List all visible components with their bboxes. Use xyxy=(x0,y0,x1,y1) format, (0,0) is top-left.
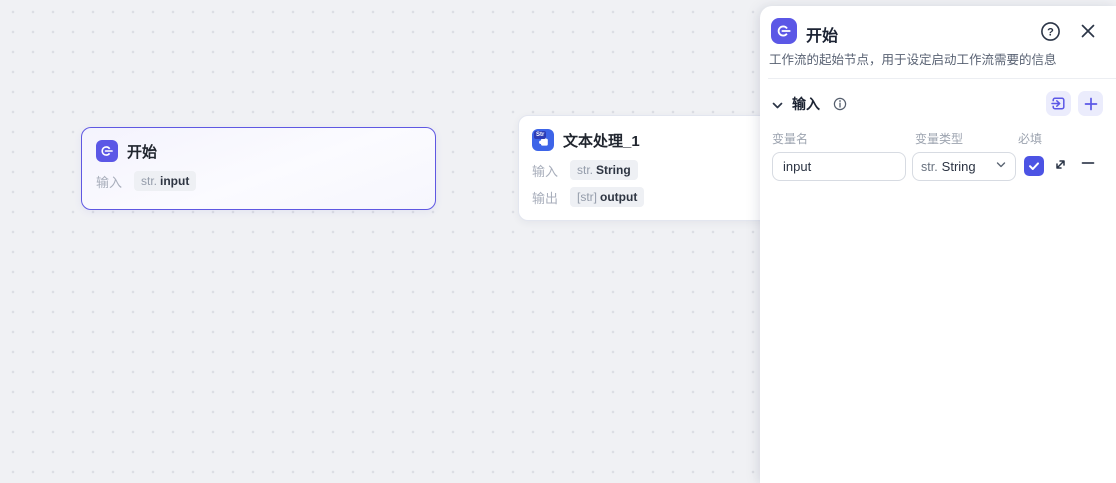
chevron-down-icon xyxy=(995,158,1007,176)
divider xyxy=(768,78,1116,79)
help-icon[interactable]: ? xyxy=(1038,19,1062,43)
start-node-icon xyxy=(771,18,797,44)
svg-text:?: ? xyxy=(1047,26,1054,38)
input-section-header: 输入 xyxy=(760,91,1116,117)
node-text-input-row: 输入 str.String xyxy=(532,160,796,180)
variable-name: input xyxy=(160,174,190,188)
variable-name: output xyxy=(600,190,638,204)
input-section-label: 输入 xyxy=(792,96,820,112)
node-config-panel: 开始 ? 工作流的起始节点，用于设定启动工作流需要的信息 输入 xyxy=(760,6,1116,483)
type-prefix: [str] xyxy=(577,190,597,204)
output-label: 输出 xyxy=(532,190,559,206)
type-prefix: str. xyxy=(921,159,938,174)
panel-description: 工作流的起始节点，用于设定启动工作流需要的信息 xyxy=(769,53,1057,67)
column-required: 必填 xyxy=(1018,132,1043,146)
column-variable-type: 变量类型 xyxy=(915,132,964,146)
node-text-title: 文本处理_1 xyxy=(563,132,640,150)
column-variable-name: 变量名 xyxy=(772,132,809,146)
variable-type-select[interactable]: str. String xyxy=(912,152,1016,181)
import-variables-button[interactable] xyxy=(1046,91,1071,116)
panel-title: 开始 xyxy=(806,28,839,45)
variable-tag: [str]output xyxy=(570,187,645,207)
text-processing-node-icon: Str xyxy=(532,129,554,151)
required-checkbox[interactable] xyxy=(1024,156,1044,176)
add-variable-button[interactable] xyxy=(1078,91,1103,116)
input-label: 输入 xyxy=(532,163,559,179)
remove-variable-icon[interactable] xyxy=(1080,155,1096,171)
node-text-output-row: 输出 [str]output xyxy=(532,187,796,207)
variable-table-headers: 变量名 变量类型 必填 xyxy=(760,130,1116,146)
node-start[interactable]: 开始 输入 str.input xyxy=(81,127,436,210)
variable-name: String xyxy=(596,163,631,177)
node-start-header: 开始 xyxy=(96,140,421,162)
start-node-icon xyxy=(96,140,118,162)
info-icon[interactable] xyxy=(832,96,848,112)
type-prefix: str. xyxy=(141,174,158,188)
input-label: 输入 xyxy=(96,174,123,190)
node-start-input-row: 输入 str.input xyxy=(96,171,421,191)
type-prefix: str. xyxy=(577,163,594,177)
variable-name-input[interactable] xyxy=(772,152,906,181)
type-value: String xyxy=(941,159,976,174)
expand-icon[interactable] xyxy=(1051,155,1069,173)
variable-tag: str.input xyxy=(134,171,197,191)
str-badge: Str xyxy=(534,131,547,139)
panel-header: 开始 ? xyxy=(760,18,1116,48)
node-text-header: Str 文本处理_1 xyxy=(532,129,796,151)
chevron-down-icon[interactable] xyxy=(769,97,785,113)
variable-row: str. String xyxy=(760,152,1116,182)
node-start-title: 开始 xyxy=(127,143,158,161)
variable-tag: str.String xyxy=(570,160,638,180)
close-icon[interactable] xyxy=(1076,19,1100,43)
